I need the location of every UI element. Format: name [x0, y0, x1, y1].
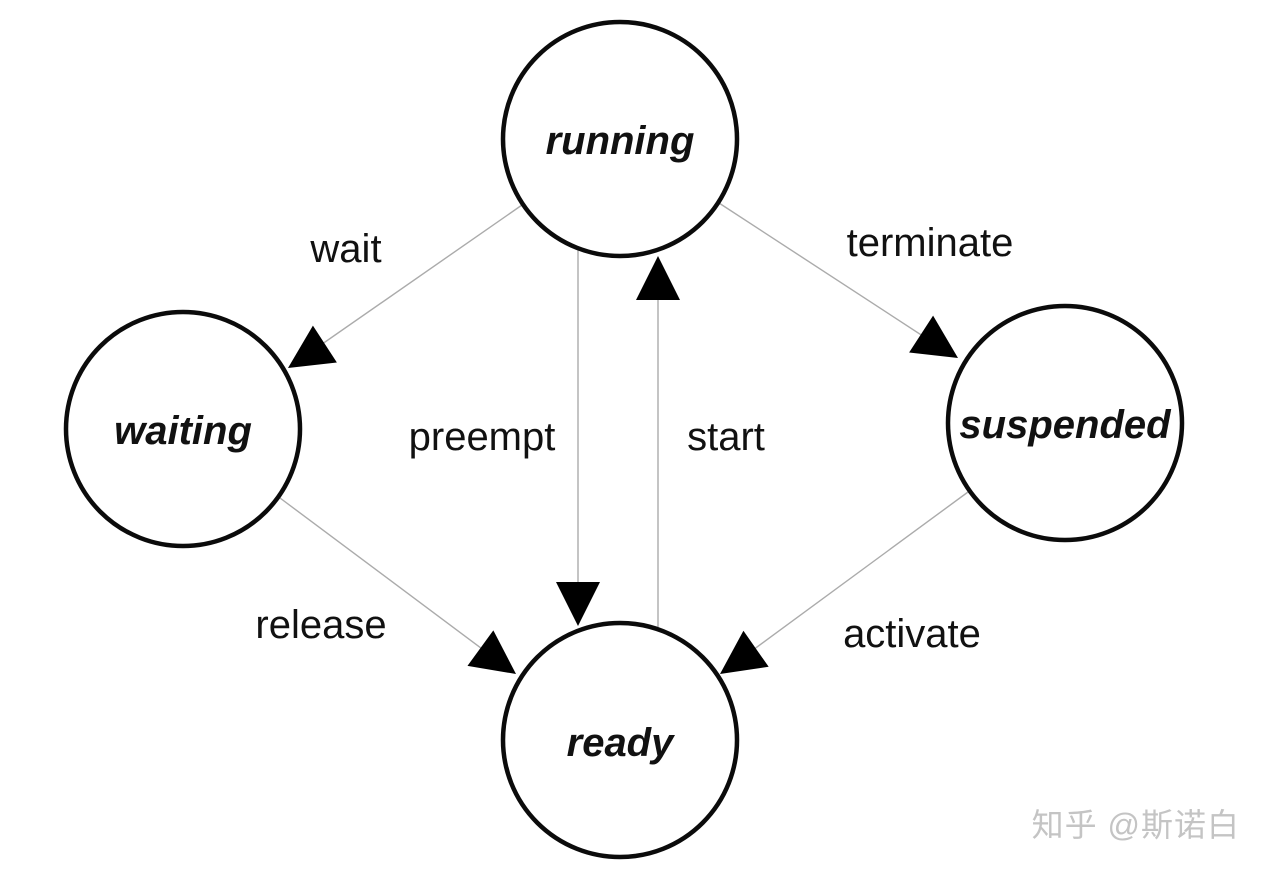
transition-labels: wait terminate preempt start release act…	[255, 221, 1013, 656]
state-node-waiting	[63, 309, 303, 549]
arrowhead-icon-wait	[288, 325, 337, 368]
arrowhead-icon-activate	[720, 630, 769, 674]
state-node-running	[500, 19, 740, 259]
arrowhead-icon-release	[467, 630, 516, 674]
transition-label-release: release	[255, 603, 386, 647]
state-label-suspended: suspended	[959, 403, 1172, 447]
state-nodes	[63, 19, 1185, 860]
state-label-running: running	[546, 119, 695, 163]
arrowhead-icon-start	[636, 256, 680, 300]
transition-label-terminate: terminate	[847, 221, 1014, 265]
state-label-waiting: waiting	[114, 409, 252, 453]
state-node-suspended	[945, 303, 1185, 543]
arrowhead-icon-terminate	[909, 315, 958, 358]
state-label-ready: ready	[567, 721, 675, 765]
transition-line-wait	[291, 204, 523, 366]
transition-line-terminate	[718, 202, 956, 358]
transition-label-preempt: preempt	[409, 415, 556, 459]
transition-label-activate: activate	[843, 612, 981, 656]
state-labels: running waiting suspended ready	[114, 119, 1172, 765]
transition-lines	[279, 202, 969, 673]
transition-line-release	[279, 497, 514, 673]
arrowhead-icon-preempt	[556, 582, 600, 626]
transition-line-activate	[722, 491, 969, 673]
transition-label-start: start	[687, 415, 765, 459]
arrowheads	[288, 256, 958, 674]
state-node-ready	[500, 620, 740, 860]
watermark-text: 知乎 @斯诺白	[1032, 807, 1240, 843]
transition-label-wait: wait	[309, 227, 381, 271]
